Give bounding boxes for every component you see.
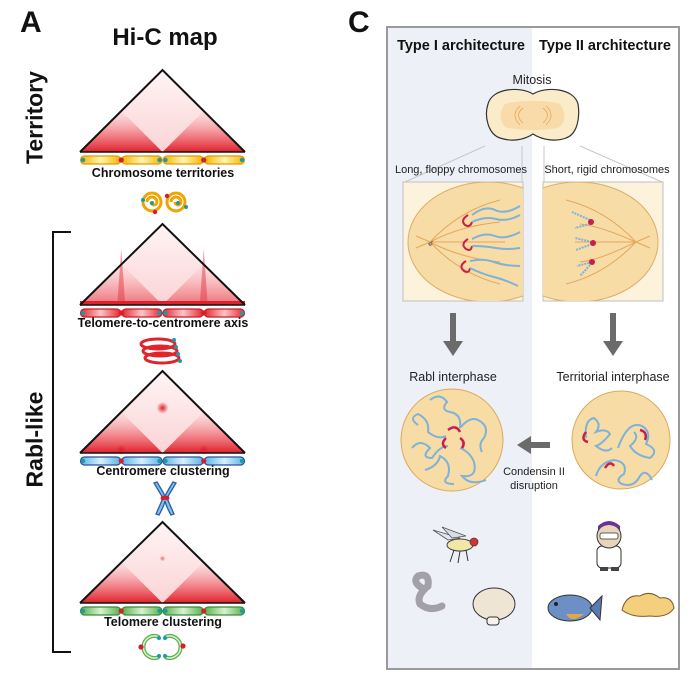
- hic-intra-domain: [80, 110, 163, 152]
- centromere-dot: [201, 157, 207, 163]
- hic-triangle-outline: [79, 222, 246, 306]
- telomere-dot: [80, 157, 86, 163]
- rabl-interphase-label: Rabl interphase: [409, 370, 497, 384]
- mitosis-label: Mitosis: [512, 73, 552, 87]
- hic-triangle-outline: [79, 520, 246, 604]
- telomere-dot: [239, 458, 245, 464]
- hic-intra-domain: [162, 561, 245, 603]
- hic-hotspot: [156, 401, 169, 414]
- coiled-chromosome-icon: [139, 337, 182, 365]
- telomere-dot: [163, 310, 168, 316]
- telomere-dot: [157, 608, 162, 614]
- telomere-dot: [157, 310, 162, 316]
- centromere-dot: [118, 157, 124, 163]
- map-caption-telomere-centromere-axis: Telomere-to-centromere axis: [77, 316, 249, 330]
- map-caption-territories: Chromosome territories: [91, 166, 235, 180]
- long-floppy-chromosomes-label: Long, floppy chromosomes: [394, 164, 528, 176]
- hic-intra-domain: [162, 110, 245, 152]
- hic-triangle-outline: [79, 369, 246, 454]
- telomere-dot: [239, 157, 245, 163]
- hic-map-2: [79, 222, 246, 318]
- centromere-dot: [118, 310, 124, 316]
- centromere-dot: [118, 458, 124, 464]
- hic-triangle-outline: [79, 68, 246, 153]
- ring-telomere-icon: [138, 634, 186, 660]
- disruption-label: disruption: [510, 480, 558, 492]
- human-icon: [596, 521, 622, 571]
- rabl-interphase-nucleus: [400, 388, 504, 492]
- fish-icon: [547, 594, 603, 622]
- hic-map-1: [79, 68, 246, 165]
- yeast-icon: [412, 571, 446, 613]
- telomere-dot: [163, 157, 168, 163]
- type-i-title: Type I architecture: [397, 38, 525, 54]
- type-ii-title: Type II architecture: [539, 38, 671, 54]
- hic-intra-domain: [80, 561, 163, 603]
- hic-map-3: [79, 369, 246, 466]
- hic-intra-domain: [80, 411, 163, 453]
- telomere-dot: [80, 458, 86, 464]
- hic-map-4: [79, 520, 246, 616]
- centromere-dot: [201, 310, 207, 316]
- panel-letter-a: A: [20, 6, 42, 39]
- map-caption-centromere-clustering: Centromere clustering: [96, 464, 230, 478]
- territorial-interphase-label: Territorial interphase: [556, 370, 670, 384]
- telomere-dot: [163, 608, 168, 614]
- centromere-dot: [201, 458, 207, 464]
- hic-hotspot: [159, 555, 166, 562]
- hic-stripe: [117, 248, 126, 305]
- panel-letter-c: C: [348, 6, 370, 39]
- condensin-arrow: [517, 436, 550, 454]
- mitosis-cell-icon: [485, 88, 580, 141]
- centromere-dot: [201, 608, 207, 614]
- telomere-dot: [239, 310, 245, 316]
- telomere-dot: [239, 608, 245, 614]
- type-i-metaphase-cell: ళ: [402, 181, 524, 302]
- map-caption-telomere-clustering: Telomere clustering: [104, 615, 222, 629]
- condensin-ii-label: Condensin II: [503, 466, 565, 478]
- sea-slug-icon: [621, 592, 675, 617]
- territorial-interphase-nucleus: [571, 390, 671, 490]
- hic-diagonal: [80, 301, 245, 305]
- telomere-dot: [80, 310, 86, 316]
- centromere-dot: [118, 608, 124, 614]
- x-chromosome-icon: [153, 481, 177, 516]
- svg-text:ళ: ళ: [428, 240, 433, 248]
- short-rigid-chromosomes-label: Short, rigid chromosomes: [544, 164, 670, 176]
- hic-map-title: Hi-C map: [112, 24, 218, 51]
- hic-stripe: [199, 248, 208, 305]
- telomere-dot: [163, 458, 168, 464]
- telomere-dot: [157, 458, 162, 464]
- telomere-dot: [80, 608, 86, 614]
- telomere-dot: [157, 157, 162, 163]
- hic-intra-domain: [162, 411, 245, 453]
- down-arrow-type-ii: [603, 313, 623, 356]
- down-arrow-type-i: [443, 313, 463, 356]
- fruit-fly-icon: [432, 526, 479, 564]
- zoom-lines: [404, 145, 663, 183]
- spiral-territory-icon: [141, 191, 188, 215]
- type-ii-metaphase-cell: [542, 181, 664, 302]
- mushroom-icon: [472, 587, 516, 626]
